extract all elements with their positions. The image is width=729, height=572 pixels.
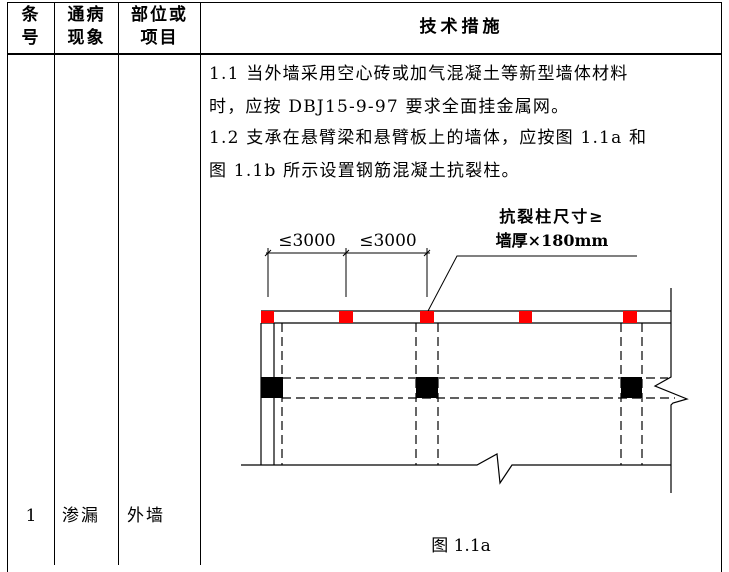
- header-item-no-line1: 条: [21, 5, 41, 25]
- crack-column-top: [519, 311, 532, 323]
- paragraph-line: 1.1 当外墙采用空心砖或加气混凝土等新型墙体材料: [209, 64, 629, 84]
- row-item-no: 1: [25, 506, 37, 526]
- crack-column-top: [420, 311, 434, 323]
- paragraph-line: 图 1.1b 所示设置钢筋混凝土抗裂柱。: [209, 161, 520, 181]
- paragraph-line: 时，应按 DBJ15-9-97 要求全面挂金属网。: [209, 97, 570, 117]
- measure-paragraph-1-1: 1.1 当外墙采用空心砖或加气混凝土等新型墙体材料 时，应按 DBJ15-9-9…: [209, 58, 719, 124]
- column-divider-3: [200, 2, 201, 565]
- callout-text-line1: 抗裂柱尺寸≥: [499, 207, 604, 226]
- right-wall-break: [653, 288, 689, 493]
- paragraph-line: 1.2 支承在悬臂梁和悬臂板上的墙体，应按图 1.1a 和: [209, 128, 648, 148]
- crack-column-top: [623, 311, 637, 323]
- dashed-column-lines: [281, 323, 643, 465]
- header-item-no: 条 号: [8, 4, 54, 50]
- header-issue-line2: 现象: [67, 28, 106, 48]
- measure-paragraph-1-2: 1.2 支承在悬臂梁和悬臂板上的墙体，应按图 1.1a 和 图 1.1b 所示设…: [209, 122, 719, 188]
- dimension-label-1: ≤3000: [278, 231, 336, 251]
- crack-column-mid: [416, 377, 438, 398]
- ground-line-break: [241, 453, 671, 485]
- header-part-line1: 部位或: [131, 5, 188, 25]
- top-crack-columns: [261, 311, 637, 323]
- measures-table: [7, 2, 722, 572]
- callout-leader-line: [427, 255, 637, 312]
- column-divider-1: [54, 2, 55, 565]
- dashed-ring-beam: [282, 377, 675, 399]
- dimension-label-2: ≤3000: [359, 231, 417, 251]
- mid-crack-columns: [261, 377, 642, 398]
- crack-column-mid: [261, 377, 283, 398]
- column-divider-2: [118, 2, 119, 565]
- cantilever-beam: [261, 310, 671, 324]
- header-divider: [7, 53, 722, 55]
- header-item-no-line2: 号: [21, 28, 41, 48]
- callout-text-line2: 墙厚×180mm: [496, 231, 609, 250]
- header-part-line2: 项目: [140, 28, 179, 48]
- crack-column-top: [339, 311, 353, 323]
- crack-column-mid: [621, 377, 642, 398]
- header-issue-line1: 通病: [67, 5, 106, 25]
- header-issue: 通病 现象: [55, 4, 118, 50]
- figure-caption: 图 1.1a: [431, 536, 491, 556]
- crack-column-top: [261, 311, 274, 323]
- header-part: 部位或 项目: [119, 4, 200, 50]
- row-issue: 渗漏: [62, 506, 100, 526]
- dimension-lines: [264, 248, 431, 297]
- row-part: 外墙: [127, 506, 165, 526]
- header-measures: 技术措施: [419, 17, 504, 37]
